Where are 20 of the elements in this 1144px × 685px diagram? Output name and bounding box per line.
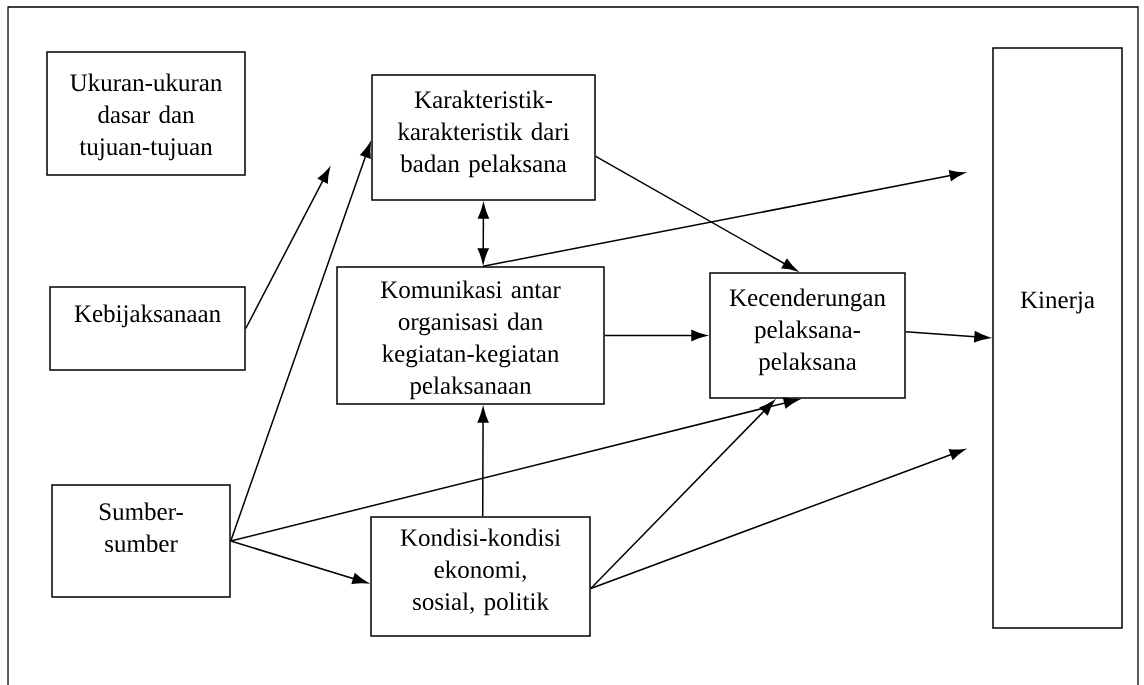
arrow: [230, 540, 368, 584]
arrow: [590, 400, 775, 590]
process-box: Kecenderungan pelaksana-pelaksana: [709, 272, 906, 399]
process-box: Kinerja: [992, 47, 1123, 629]
arrow: [245, 167, 330, 330]
process-box: Kebijaksanaan: [49, 286, 246, 371]
arrow: [477, 407, 489, 517]
arrow: [477, 203, 489, 264]
process-box: Komunikasi antar organisasi dan kegiatan-kegiatan pelaksanaan: [336, 266, 605, 405]
arrow: [230, 142, 371, 542]
process-box: Sumber-sumber: [51, 484, 231, 598]
arrow: [230, 397, 799, 542]
arrow: [905, 330, 990, 343]
arrow: [590, 448, 965, 590]
process-box: Kondisi-kondisi ekonomi, sosial, politik: [370, 516, 591, 637]
arrow: [482, 170, 965, 267]
arrow: [595, 155, 798, 272]
process-box: Ukuran-ukuran dasar dan tujuan-tujuan: [46, 51, 246, 176]
arrow: [604, 330, 707, 341]
process-box: Karakteristik-karakteristik dari badan pelaksana: [371, 74, 596, 201]
